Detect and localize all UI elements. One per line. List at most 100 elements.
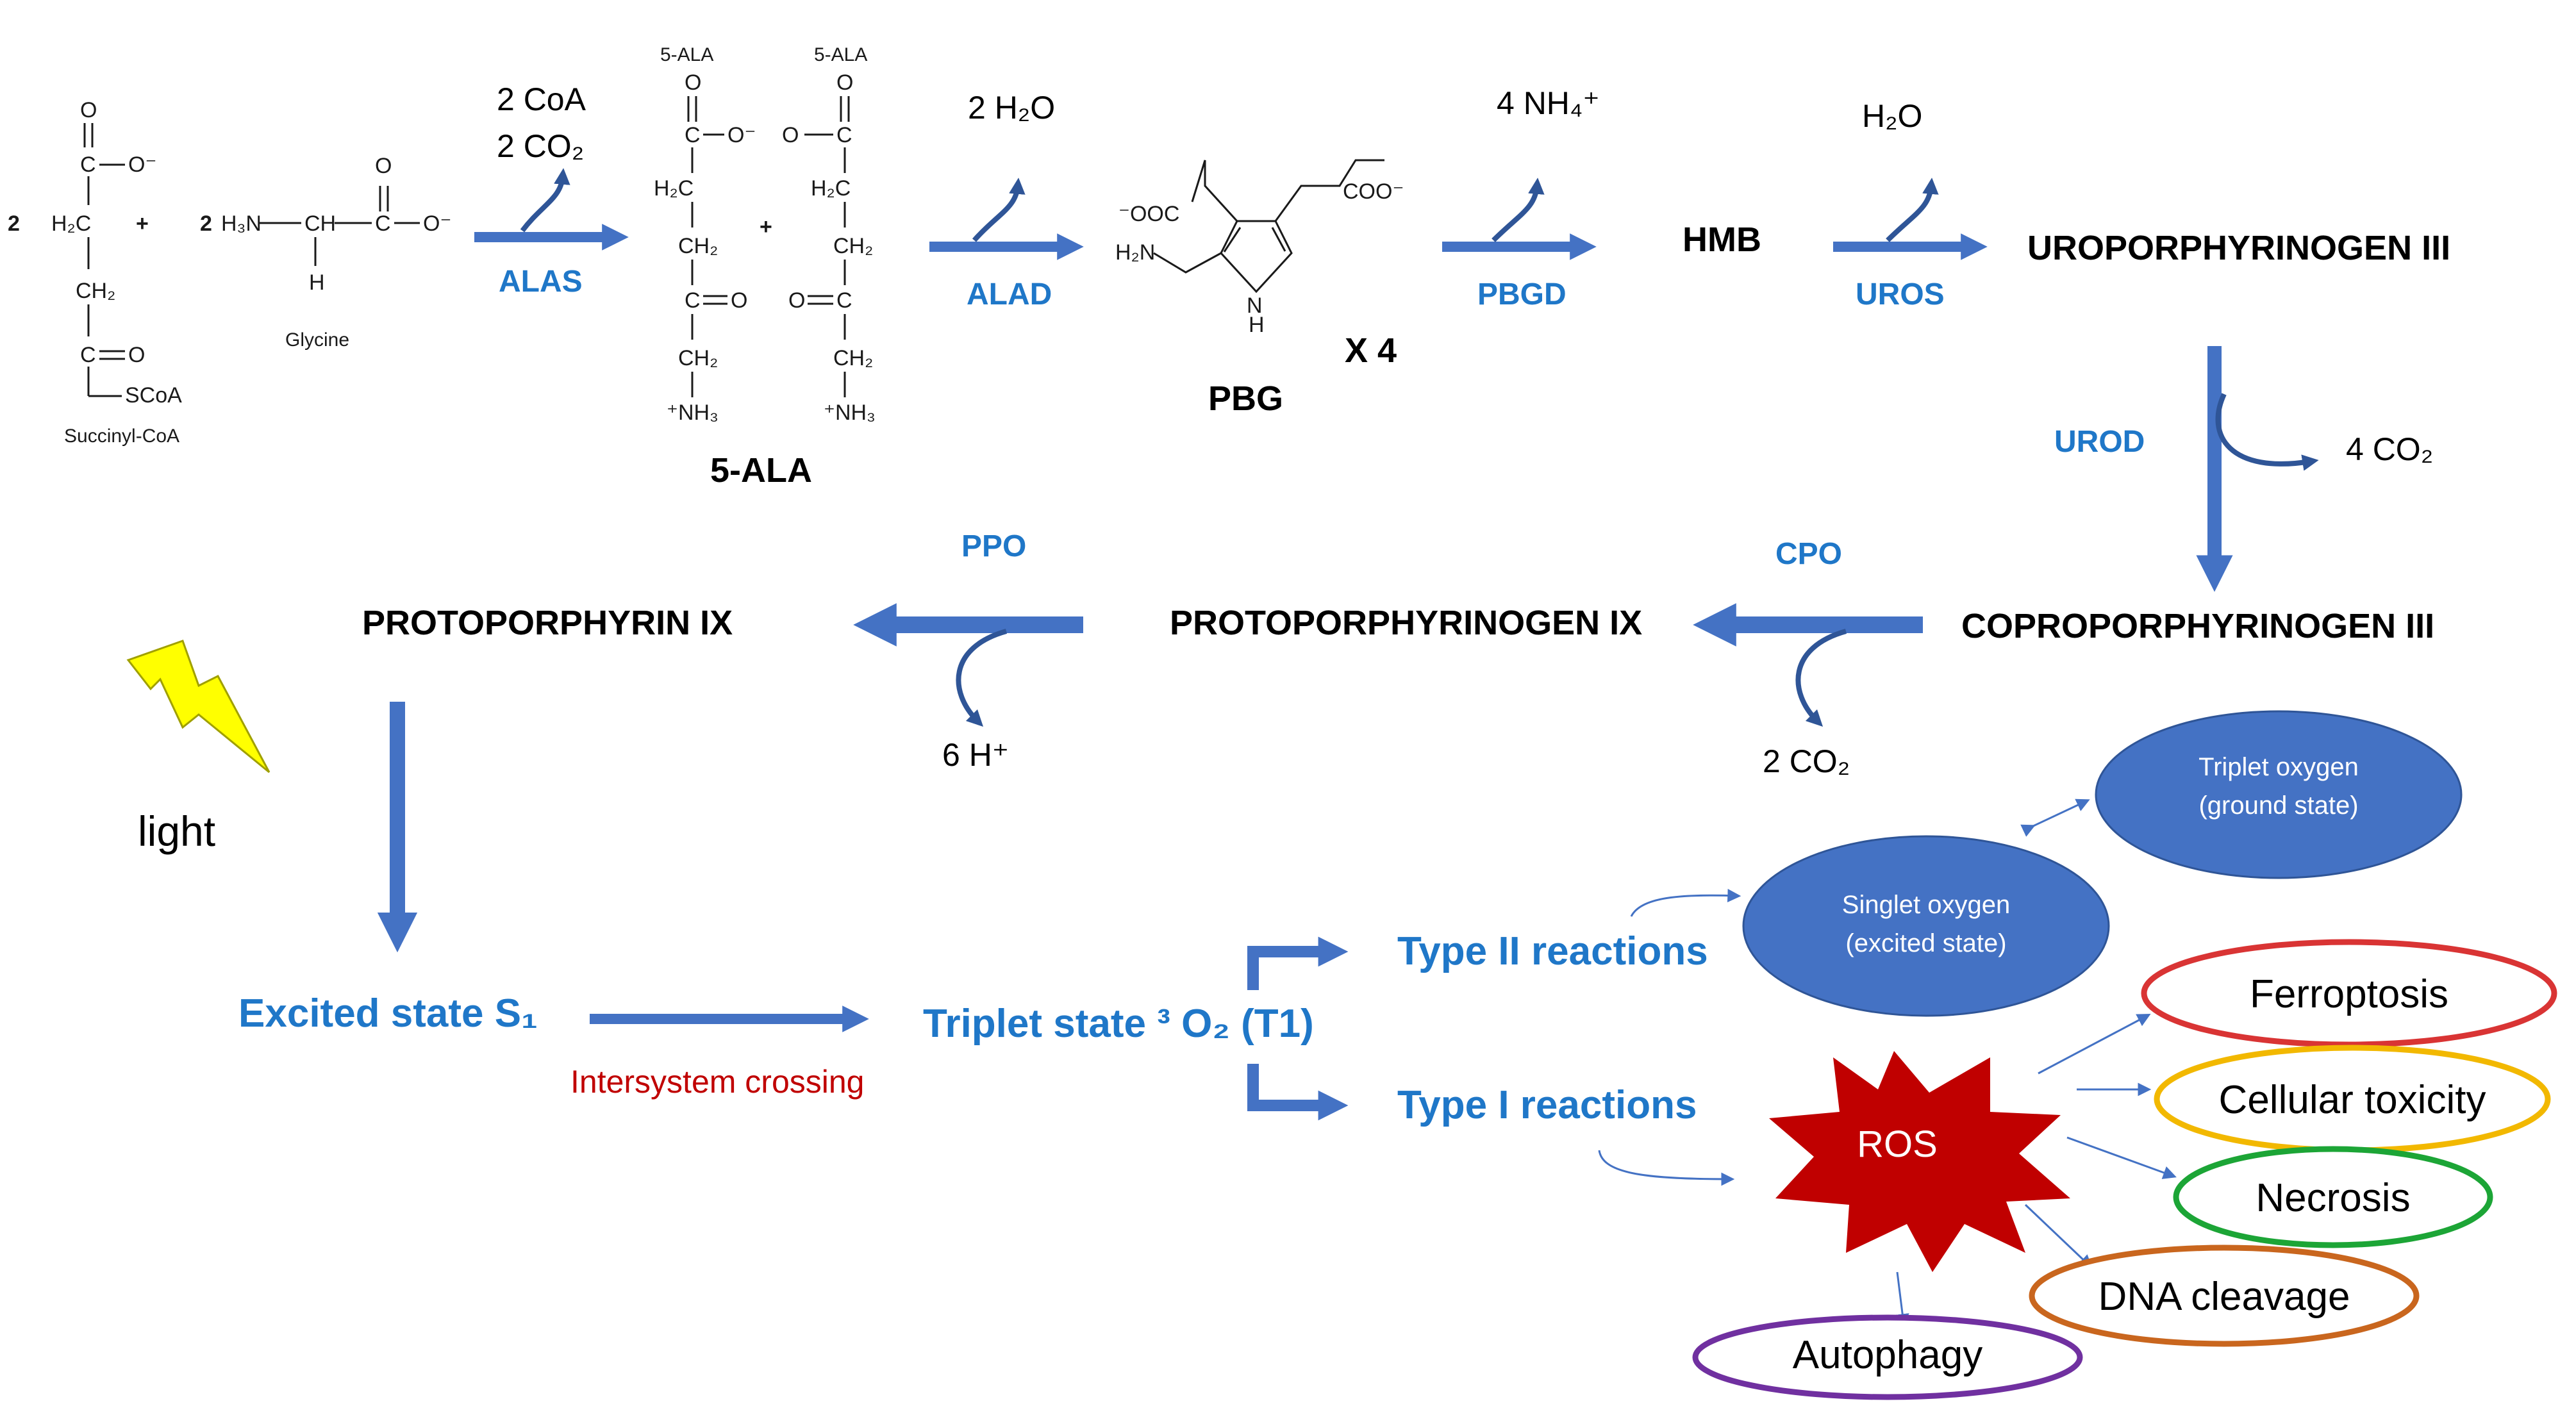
atom-ch2: CH₂ — [833, 346, 873, 370]
atom-carboxylate: O⁻ — [128, 153, 156, 177]
atom-o: O — [80, 98, 97, 122]
autophagy-ellipse — [1692, 1314, 2083, 1400]
type2-reactions-label: Type II reactions — [1397, 929, 1708, 973]
co2-byproduct-alas: 2 CO₂ — [497, 128, 584, 164]
atom-ch2: CH₂ — [678, 234, 718, 258]
type1-branch-arrow — [1247, 1064, 1349, 1121]
atom-o: O — [128, 343, 145, 367]
oxygen-states: Triplet oxygen (ground state) Singlet ox… — [1742, 710, 2463, 1017]
enzyme-cpo: CPO — [1775, 537, 1842, 571]
atom-c: C — [685, 288, 701, 313]
atom-c: C — [685, 123, 701, 147]
ala-title: 5-ALA — [710, 451, 812, 490]
atom-h2c: H₂C — [51, 211, 91, 236]
intersystem-crossing-label: Intersystem crossing — [570, 1064, 864, 1100]
enzyme-ppo: PPO — [961, 529, 1026, 563]
ferroptosis-label: Ferroptosis — [2250, 972, 2448, 1016]
co2-byproduct-urod: 4 CO₂ — [2346, 431, 2433, 467]
ros-to-necrosis-arrow — [2066, 1136, 2177, 1179]
ppo-byproduct-arrow — [956, 629, 1008, 727]
coproporphyrinogen-label: COPROPORPHYRINOGEN III — [1961, 607, 2434, 645]
middle-row: CPO 2 CO₂ PROTOPORPHYRINOGEN IX PPO 6 H⁺… — [362, 529, 1923, 779]
atom-carboxylate: O⁻ — [727, 123, 756, 147]
atom-ch2: CH₂ — [678, 346, 718, 370]
atom-ch2: CH₂ — [833, 234, 873, 258]
enzyme-uros: UROS — [1856, 277, 1945, 311]
cell-death-outcomes: Ferroptosis Cellular toxicity Necrosis D… — [1692, 939, 2557, 1400]
atom-nh3: ⁺NH₃ — [667, 401, 719, 425]
triplet-state-label: Triplet state ³ O₂ (T1) — [923, 1002, 1314, 1046]
coa-byproduct: 2 CoA — [497, 81, 586, 117]
atom-c: C — [375, 211, 391, 236]
light-label: light — [138, 807, 215, 855]
ammonium-byproduct: 4 NH₄⁺ — [1497, 85, 1600, 121]
water-byproduct-uros: H₂O — [1862, 98, 1922, 134]
necrosis-ellipse — [2173, 1146, 2493, 1248]
glycine-structure: 2 H₃N CH H C O O⁻ Glycine — [200, 154, 451, 351]
proton-byproduct: 6 H⁺ — [942, 737, 1009, 773]
atom-o: O — [685, 70, 701, 95]
lightning-icon — [126, 640, 270, 773]
atom-c: C — [80, 153, 96, 177]
atom-scoa: SCoA — [125, 383, 182, 408]
protoporphyrin-label: PROTOPORPHYRIN IX — [362, 604, 733, 642]
top-row-arrows — [474, 168, 1988, 260]
autophagy-label: Autophagy — [1793, 1333, 1982, 1377]
triplet-oxygen-ellipse — [2095, 710, 2463, 879]
atom-o: O — [836, 70, 853, 95]
pbg-title: PBG — [1208, 379, 1283, 418]
succinyl-coefficient: 2 — [8, 211, 20, 236]
excited-state-label: Excited state S₁ — [238, 991, 538, 1036]
atom-h: H — [309, 270, 325, 295]
ferroptosis-ellipse — [2141, 939, 2557, 1048]
ros-starburst — [1769, 1051, 2070, 1272]
photodynamic-row: Excited state S₁ Intersystem crossing Tr… — [238, 889, 1741, 1186]
atom-ch2: CH₂ — [76, 279, 115, 303]
singlet-oxygen-ellipse — [1742, 835, 2110, 1017]
ala-structures: 5-ALA O C O⁻ H₂C CH₂ C O CH₂ ⁺NH₃ + 5-AL… — [654, 44, 876, 490]
water-byproduct-alad: 2 H₂O — [968, 90, 1055, 126]
pbg-multiplier: X 4 — [1345, 331, 1397, 370]
glycine-label: Glycine — [285, 329, 349, 351]
pbg-structure: N H ⁻OOC COO⁻ H₂N PBG X 4 — [1115, 159, 1404, 418]
singlet-oxygen-line1: Singlet oxygen — [1842, 891, 2010, 919]
protoporphyrinogen-label: PROTOPORPHYRINOGEN IX — [1170, 604, 1642, 642]
urod-byproduct-arrow — [2215, 393, 2319, 471]
atom-nh3: ⁺NH₃ — [824, 401, 876, 425]
type1-reactions-label: Type I reactions — [1397, 1083, 1697, 1127]
type2-branch-arrow — [1247, 936, 1349, 990]
pbg-carboxylate-right: COO⁻ — [1343, 179, 1404, 204]
atom-o: O — [375, 154, 392, 178]
atom-o: O — [788, 288, 805, 313]
pbg-nitrogen: N — [1247, 294, 1263, 318]
plus-sign: + — [760, 215, 772, 239]
atom-h3n: H₃N — [221, 211, 262, 236]
urod-step: UROD 4 CO₂ COPROPORPHYRINOGEN III — [1961, 346, 2434, 645]
triplet-oxygen-line1: Triplet oxygen — [2198, 753, 2359, 781]
ros-to-ferroptosis-arrow — [2038, 1014, 2151, 1075]
cellular-toxicity-label: Cellular toxicity — [2219, 1078, 2486, 1122]
pbg-carboxylate-left: ⁻OOC — [1118, 202, 1179, 226]
succinyl-coa-label: Succinyl-CoA — [64, 426, 179, 447]
ala-header-1: 5-ALA — [660, 44, 713, 65]
atom-c: C — [80, 343, 96, 367]
atom-c: C — [836, 123, 852, 147]
singlet-oxygen-line2: (excited state) — [1845, 929, 2006, 957]
light-activation: light — [126, 640, 418, 953]
enzyme-alas: ALAS — [499, 265, 583, 299]
atom-c: C — [836, 288, 852, 313]
triplet-oxygen-line2: (ground state) — [2198, 791, 2358, 820]
cpo-byproduct-arrow — [1795, 629, 1847, 727]
alas-byproduct-arrow — [520, 168, 570, 233]
hmb-label: HMB — [1683, 220, 1761, 259]
enzyme-pbgd: PBGD — [1477, 277, 1566, 311]
pbg-hydrogen: H — [1249, 313, 1265, 337]
top-row-labels: 2 CoA 2 CO₂ ALAS 2 H₂O ALAD 4 NH₄⁺ PBGD … — [497, 81, 2450, 311]
type2-to-singlet-arrow — [1630, 889, 1741, 917]
pbgd-byproduct-arrow — [1492, 178, 1545, 242]
uroporphyrinogen-label: UROPORPHYRINOGEN III — [2027, 229, 2450, 267]
type1-to-ros-arrow — [1598, 1150, 1735, 1186]
plus-sign: + — [136, 211, 149, 236]
enzyme-alad: ALAD — [967, 277, 1052, 311]
